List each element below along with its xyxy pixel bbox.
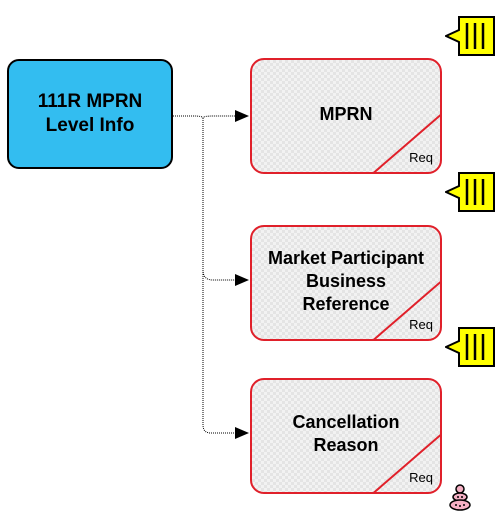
- required-badge: Req: [409, 470, 433, 485]
- root-label-line2: Level Info: [45, 115, 135, 136]
- root-node-111r-mprn-level-info[interactable]: 111R MPRN Level Info: [7, 59, 173, 169]
- required-corner-marker: [373, 114, 440, 172]
- required-corner-marker: [373, 281, 440, 339]
- root-label-line1: 111R MPRN: [37, 91, 143, 112]
- child-node-cancellation-reason[interactable]: Cancellation Reason Req: [250, 378, 442, 494]
- child-node-market-participant-business-reference[interactable]: Market Participant Business Reference Re…: [250, 225, 442, 341]
- child-node-mprn[interactable]: MPRN Req: [250, 58, 442, 174]
- stacked-figure-icon[interactable]: [447, 484, 473, 512]
- required-corner-marker: [373, 434, 440, 492]
- connector-trunk: [202, 118, 212, 434]
- required-badge: Req: [409, 317, 433, 332]
- connector-mprn: [173, 110, 249, 122]
- required-badge: Req: [409, 150, 433, 165]
- annotation-note-icon[interactable]: [445, 16, 495, 56]
- annotation-note-icon[interactable]: [445, 172, 495, 212]
- child-label-line1: Market Participant: [267, 247, 425, 268]
- child-label-line2: Business: [305, 270, 387, 291]
- connector-market-participant: [202, 269, 249, 286]
- child-label-line2: Reason: [313, 435, 379, 455]
- child-label-line1: Cancellation: [292, 412, 400, 432]
- child-label-line3: Reference: [302, 293, 390, 314]
- annotation-note-icon[interactable]: [445, 327, 495, 367]
- child-label: MPRN: [319, 103, 373, 124]
